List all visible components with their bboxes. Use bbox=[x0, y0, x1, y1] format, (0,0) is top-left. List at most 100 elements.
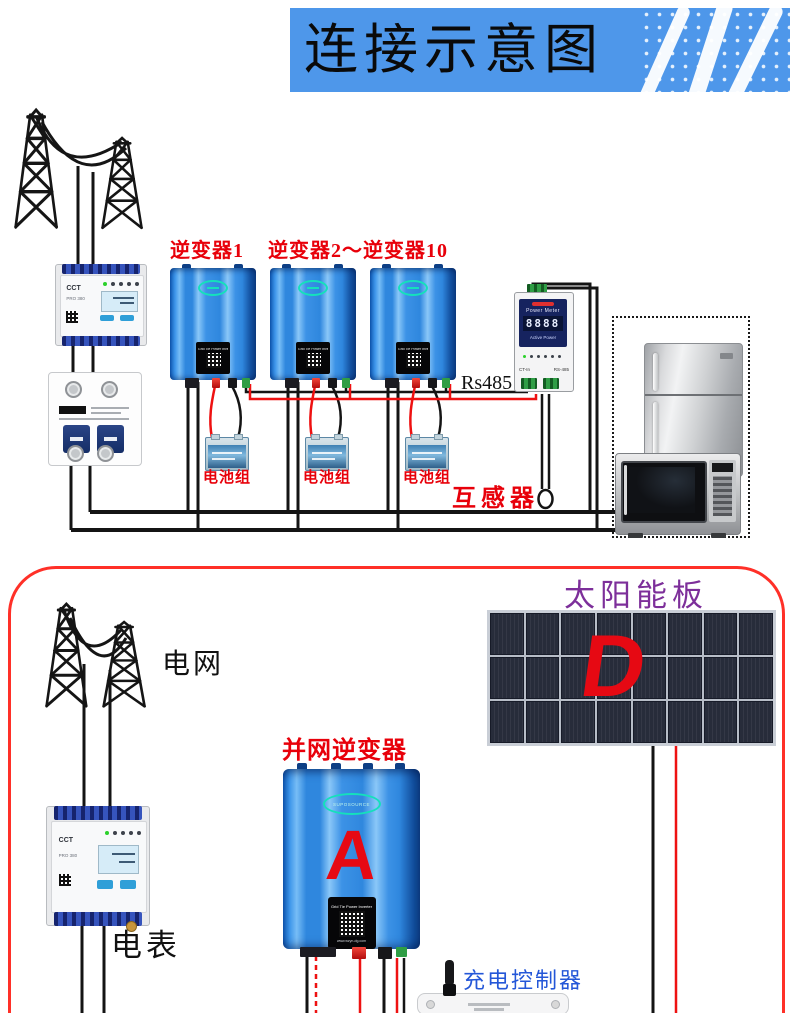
battery-label-image bbox=[408, 445, 446, 468]
comm-terminal bbox=[242, 378, 250, 388]
inverter-info-panel: Grid Tie Power Inverter bbox=[396, 342, 430, 374]
battery-pack bbox=[305, 434, 349, 471]
power-meter-title: Power Meter bbox=[526, 308, 560, 314]
ct-clamp-icon bbox=[537, 488, 554, 510]
solar-system-panel-border bbox=[8, 566, 785, 1013]
comm-terminal bbox=[396, 947, 407, 957]
meter-face: CCT PRO 380 bbox=[51, 821, 147, 913]
grid-tie-inverter: SUPOSOURCE Grid Tie Power Inverter www.w… bbox=[283, 763, 420, 959]
dc-wires-bottom bbox=[314, 746, 678, 1013]
microwave-door bbox=[621, 461, 707, 523]
power-meter: Power Meter 8888 Active Power CT-In RS-4… bbox=[514, 292, 574, 392]
status-leds bbox=[103, 281, 140, 286]
meter-button[interactable] bbox=[97, 879, 114, 890]
mount-hole bbox=[551, 1000, 560, 1009]
ct-label: 互感器 bbox=[452, 486, 539, 512]
meter-button[interactable] bbox=[100, 314, 115, 322]
qr-code bbox=[405, 352, 421, 368]
ac-wires-bottom bbox=[80, 664, 655, 1013]
power-tower-icon bbox=[13, 108, 143, 230]
power-tower-icon-bottom bbox=[45, 602, 146, 708]
power-meter-display-head: Power Meter 8888 Active Power bbox=[519, 299, 567, 347]
battery-inverter-2: Grid Tie Power Inverter bbox=[270, 264, 356, 388]
terminal-screw bbox=[101, 381, 118, 398]
qr-code bbox=[338, 910, 365, 937]
dc-positive-terminal bbox=[412, 378, 420, 388]
meter-terminal-strip bbox=[62, 264, 140, 274]
inverter-info-panel: Grid Tie Power Inverter www.wzyn-dg.com bbox=[327, 897, 376, 949]
appliance-load-box bbox=[612, 316, 750, 538]
brand-logo-icon: SUPOSOURCE bbox=[322, 793, 381, 815]
ac-terminal bbox=[385, 378, 399, 388]
meter-terminal-strip bbox=[54, 805, 142, 820]
battery-label-image bbox=[208, 445, 246, 468]
meter-button[interactable] bbox=[119, 879, 136, 890]
battery-inverter-1: Grid Tie Power Inverter bbox=[170, 264, 256, 388]
grid-label: 电网 bbox=[162, 648, 225, 679]
inverter-housing: Grid Tie Power Inverter bbox=[370, 268, 456, 380]
brand-logo-icon bbox=[298, 280, 328, 296]
page-title: 连接示意图 bbox=[304, 20, 604, 80]
antenna-icon bbox=[443, 960, 456, 996]
ac-terminal-block bbox=[300, 947, 336, 957]
ac-terminal bbox=[285, 378, 299, 388]
battery-label-image bbox=[308, 445, 346, 468]
meter-face: CCT PRO 380 bbox=[59, 274, 145, 338]
ct-terminal bbox=[521, 378, 537, 389]
dc-negative-terminal bbox=[228, 378, 237, 388]
microwave-display bbox=[712, 463, 733, 472]
power-meter-subtitle: Active Power bbox=[529, 335, 557, 340]
battery-label: 电池组 bbox=[403, 470, 452, 486]
circuit-breaker bbox=[48, 372, 142, 466]
marker-letter-a: A bbox=[323, 816, 380, 894]
inverter-range-label: 逆变器2～逆变器10 bbox=[268, 240, 448, 262]
grid-energy-meter: CCT PRO 380 bbox=[55, 264, 147, 346]
ct-in-port-label: CT-In bbox=[519, 367, 531, 372]
seven-segment-display: 8888 bbox=[523, 316, 563, 331]
sealing-screw bbox=[125, 921, 137, 933]
status-leds bbox=[105, 831, 142, 836]
meter-terminal-strip bbox=[62, 336, 140, 346]
brand-logo-icon bbox=[398, 280, 428, 296]
lcd-screen bbox=[100, 291, 138, 312]
meter-button[interactable] bbox=[120, 314, 135, 322]
qr-code bbox=[305, 352, 321, 368]
decoration-stroke bbox=[725, 2, 785, 106]
solar-panel-label: 太阳能板 bbox=[564, 578, 708, 613]
rs485-port-label: RS-485 bbox=[553, 367, 569, 372]
meter-brand: CCT bbox=[58, 836, 74, 844]
battery-label: 电池组 bbox=[203, 470, 252, 486]
microwave-keypad bbox=[713, 476, 732, 516]
inverter-info-panel: Grid Tie Power Inverter bbox=[296, 342, 330, 374]
rs485-label: Rs485 bbox=[461, 372, 513, 394]
battery-label: 电池组 bbox=[303, 470, 352, 486]
comm-terminal bbox=[342, 378, 350, 388]
meter-brand: CCT bbox=[66, 285, 81, 293]
ac-wires-top bbox=[69, 166, 622, 532]
dc-negative-terminal bbox=[428, 378, 437, 388]
dc-negative-terminal bbox=[328, 378, 337, 388]
status-leds bbox=[523, 355, 561, 358]
dc-negative-connector bbox=[378, 947, 392, 959]
decoration-stroke bbox=[685, 0, 735, 108]
marker-letter-d: D bbox=[575, 616, 653, 715]
mount-hole bbox=[426, 1000, 435, 1009]
microwave-icon bbox=[615, 453, 741, 538]
fridge-handle bbox=[653, 402, 658, 464]
meter-terminal-strip bbox=[54, 912, 142, 927]
lcd-screen bbox=[97, 845, 140, 875]
qr-code bbox=[58, 874, 71, 887]
title-banner: 连接示意图 bbox=[290, 0, 790, 108]
battery-inverter-10: Grid Tie Power Inverter bbox=[370, 264, 456, 388]
qr-code bbox=[66, 310, 79, 323]
brand-mark bbox=[532, 302, 554, 306]
dc-positive-terminal bbox=[212, 378, 220, 388]
dc-positive-connector bbox=[352, 947, 366, 959]
fridge-logo bbox=[720, 353, 733, 359]
solar-cells bbox=[490, 613, 773, 743]
terminal-screw bbox=[97, 445, 114, 462]
ac-terminal bbox=[185, 378, 199, 388]
rs485-terminal bbox=[543, 378, 559, 389]
